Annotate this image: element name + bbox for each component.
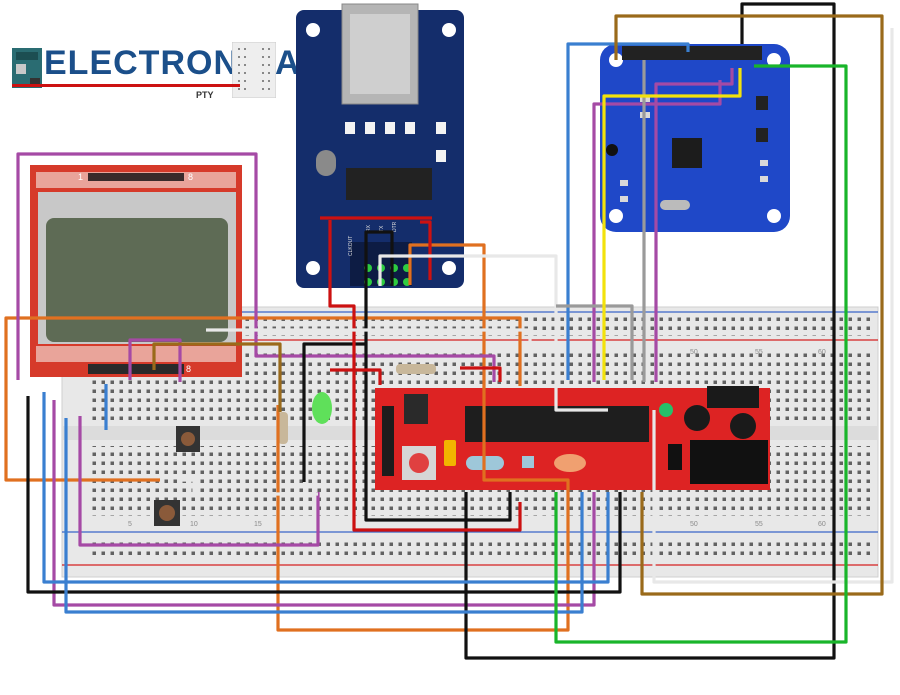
lcd-pin-label-8: 8 [188, 172, 193, 182]
wire-black-usb [364, 230, 512, 522]
led [312, 392, 332, 424]
mcu-chip [465, 406, 649, 442]
logo-underline [12, 84, 240, 87]
column-number-bottom-15: 15 [254, 521, 262, 528]
lcd-bottom-pin-label-8: 8 [186, 364, 191, 374]
sensor-pin-header [622, 46, 762, 60]
wire-white-lcd [206, 328, 532, 386]
wire-orange-usb [276, 243, 570, 632]
wire-brown-sensor [614, 14, 884, 596]
capacitor [684, 405, 710, 431]
resistor [278, 412, 288, 444]
capacitor [730, 413, 756, 439]
wire-red-vcc [320, 216, 432, 280]
wire-purple-lcd [16, 152, 496, 382]
wire-blue-sensor [566, 42, 690, 380]
column-number-top-50: 50 [690, 349, 698, 356]
wire-orange-lcd [4, 316, 522, 482]
wire-brown-lcd [152, 342, 282, 412]
usb-pin-label-clkout: CLKOUT [348, 236, 354, 256]
power-jack [690, 440, 768, 484]
wire-yellow-sensor [602, 68, 742, 380]
column-number-bottom-10: 10 [190, 521, 198, 528]
wire-black-top [464, 2, 836, 660]
wire-white-button [180, 478, 318, 496]
usb-chip [346, 168, 432, 200]
wire-white-usb [378, 254, 608, 412]
wire-red-usb [328, 220, 522, 532]
wire-gray-sensor [556, 60, 646, 382]
wire-white-right [652, 28, 894, 584]
lcd-pin-label-1: 1 [78, 172, 83, 182]
column-number-top-55: 55 [755, 349, 763, 356]
wire-blue-lcd [64, 384, 584, 614]
microcontroller-board [375, 386, 770, 490]
usb-pin-label-rx: RX [366, 224, 372, 232]
wire-black-left [26, 396, 622, 594]
arduino-logo-icon [12, 48, 42, 88]
wire-black-lcd [302, 342, 366, 482]
wire-purple-bottom [52, 400, 596, 607]
column-number-bottom-60: 60 [818, 521, 826, 528]
sensor-module [600, 44, 790, 232]
sensor-ic [672, 138, 702, 168]
column-number-bottom-5: 5 [128, 521, 132, 528]
column-number-top-60: 60 [818, 349, 826, 356]
usb-pin-label-tx: TX [379, 225, 385, 232]
usb-pin-label-dtr: DTR [392, 221, 398, 232]
components [154, 364, 436, 526]
wire-blue-bottom [42, 392, 610, 584]
wire-red-board [330, 366, 502, 385]
wire-purple-right [654, 68, 734, 382]
logo-subtitle: PTY [196, 90, 214, 100]
column-number-bottom-55: 55 [755, 521, 763, 528]
wire-green-sensor [554, 64, 848, 644]
voltage-regulator [707, 386, 759, 408]
column-number-bottom-50: 50 [690, 521, 698, 528]
breadboard-logo-icon [232, 42, 276, 98]
resistor [396, 364, 436, 374]
lcd-screen [46, 218, 228, 342]
wire-purple-mid [78, 338, 320, 547]
